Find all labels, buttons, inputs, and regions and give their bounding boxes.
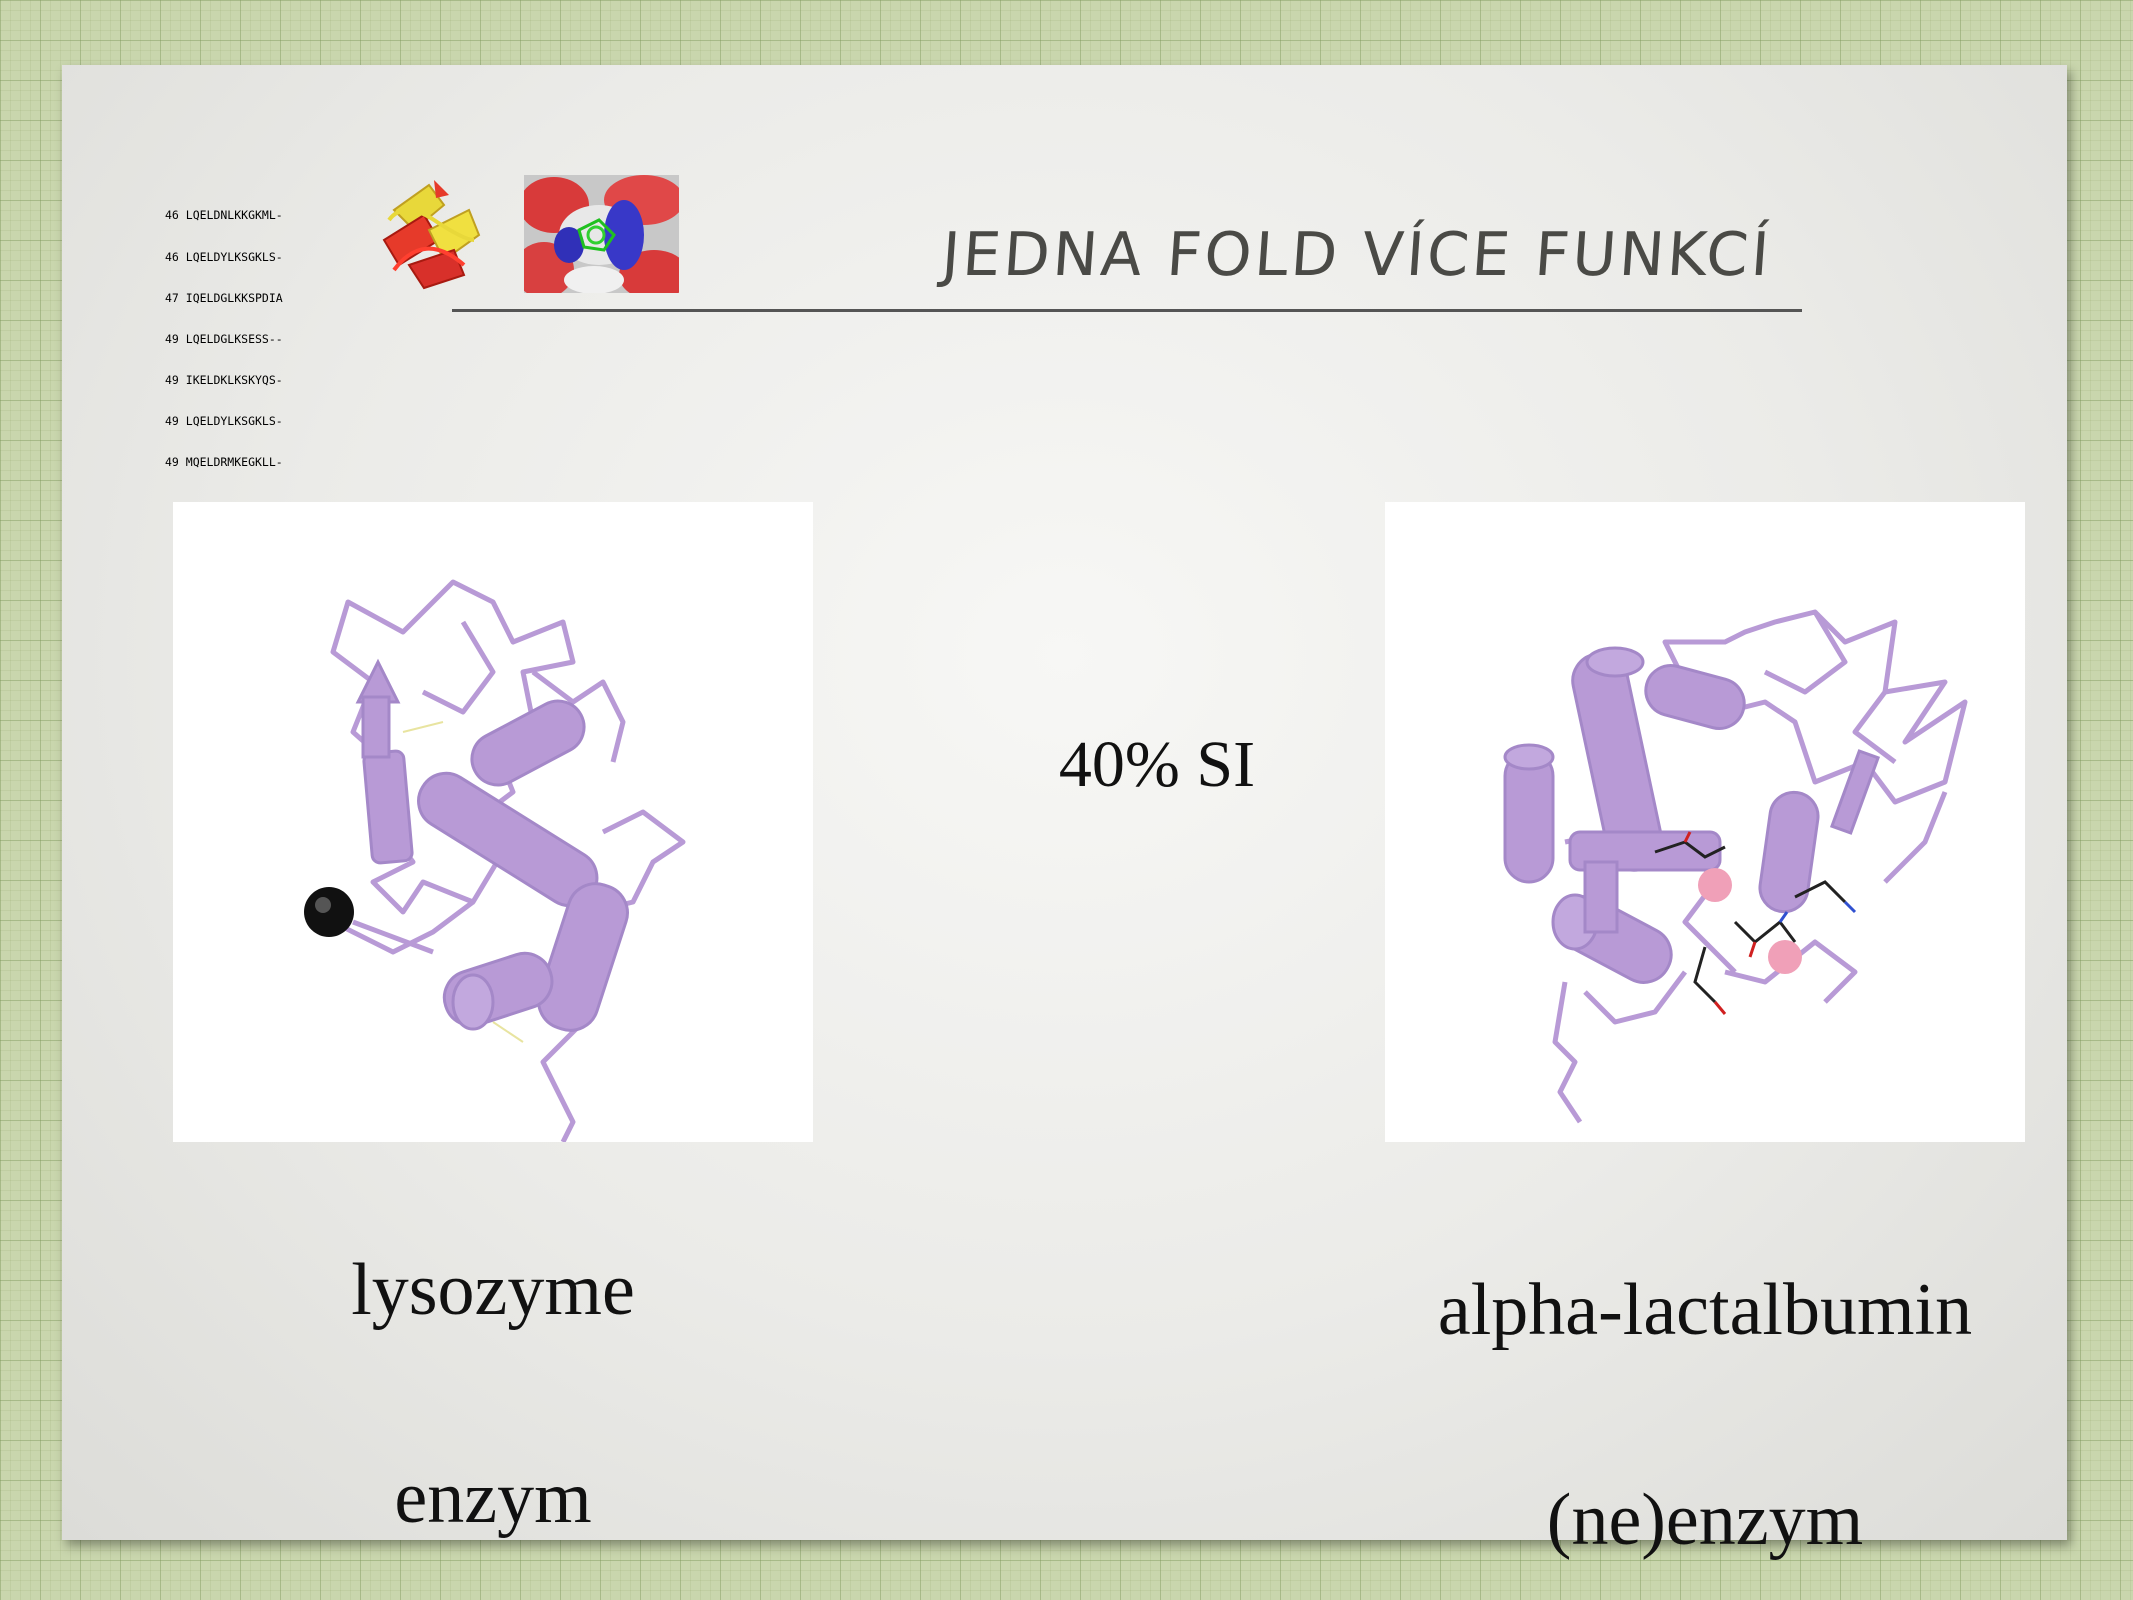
alignment-row: 49 LQELDYLKSGKLS- <box>165 413 283 428</box>
alignment-row: 47 IQELDGLKKSPDIA <box>165 290 283 305</box>
alignment-row: 46 LQELDNLKKGKML- <box>165 208 283 223</box>
alpha-lactalbumin-label: alpha-lactalbumin <box>1437 1269 1973 1351</box>
alignment-row: 46 LQELDYLKSGKLS- <box>165 249 283 264</box>
lysozyme-structure <box>173 502 813 1142</box>
slide: 46 LQELDNLKKGKML- 46 LQELDYLKSGKLS- 47 I… <box>62 65 2067 1561</box>
title-underline <box>452 309 1802 312</box>
sequence-alignment-thumbnail: 46 LQELDNLKKGKML- 46 LQELDYLKSGKLS- 47 I… <box>165 182 345 497</box>
alignment-row: 49 LQELDGLKSESS-- <box>165 331 283 346</box>
slide-title: JEDNA FOLD VÍCE FUNKCÍ <box>939 220 1775 290</box>
lysozyme-role-label: enzym <box>394 1457 592 1539</box>
alignment-row: 49 IKELDKLKSKYQS- <box>165 372 283 387</box>
alpha-lactalbumin-structure <box>1385 502 2025 1142</box>
lysozyme-label: lysozyme <box>351 1249 635 1331</box>
surface-pocket-thumbnail <box>514 175 689 300</box>
similarity-label: 40% SI <box>1058 728 1256 801</box>
alignment-row: 49 MQELDRMKEGKLL- <box>165 454 283 469</box>
alpha-lactalbumin-role-label: (ne)enzym <box>1546 1479 1864 1561</box>
protein-ribbon-thumbnail <box>374 170 492 295</box>
